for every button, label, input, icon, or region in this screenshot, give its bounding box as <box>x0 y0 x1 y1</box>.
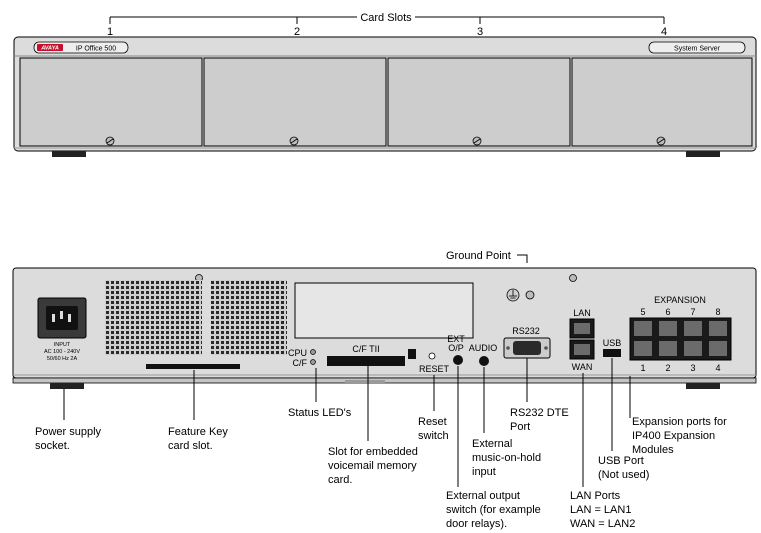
usb-port <box>603 349 621 357</box>
cf-label: C/F <box>293 358 308 368</box>
callout-power-supply-line1: Power supply <box>35 426 102 438</box>
callout-labels: Power supply socket. Feature Key card sl… <box>35 407 727 530</box>
exp-number: 4 <box>715 363 720 373</box>
callout-reset-line1: Reset <box>418 416 447 428</box>
callout-voicemail-line3: card. <box>328 474 352 486</box>
chassis-screw-icon <box>569 274 577 282</box>
cf-tii-label: C/F TII <box>352 344 379 354</box>
slot-number: 1 <box>107 26 113 38</box>
callout-ext-output-line1: External output <box>446 490 520 502</box>
rear-view: Ground Point INPUT AC 100 - 240V 50/60 H… <box>12 250 757 389</box>
exp-number: 6 <box>665 307 670 317</box>
exp-number: 2 <box>665 363 670 373</box>
slot-number: 4 <box>661 26 667 38</box>
expansion-label: EXPANSION <box>654 295 706 305</box>
callout-feature-key-line1: Feature Key <box>168 426 228 438</box>
callout-usb-line2: (Not used) <box>598 469 649 481</box>
exp-number: 7 <box>690 307 695 317</box>
vent-grille-left <box>105 280 202 355</box>
slot-cover-2 <box>203 57 387 147</box>
ext-op-jack-icon <box>453 355 463 365</box>
callout-usb-line1: USB Port <box>598 455 644 467</box>
exp-number: 8 <box>715 307 720 317</box>
callout-lines <box>63 358 631 487</box>
callout-moh-line2: music-on-hold <box>472 452 541 464</box>
rear-foot-mid <box>345 380 385 384</box>
model-label: IP Office 500 <box>76 46 116 53</box>
avaya-logo-text: AVAYA <box>40 46 59 52</box>
callout-power-supply-line2: socket. <box>35 440 70 452</box>
rear-foot-left <box>50 383 84 389</box>
slot-cover-4 <box>571 57 753 147</box>
ext-label-line2: O/P <box>448 343 464 353</box>
callout-lan-ports-line2: LAN = LAN1 <box>570 504 631 516</box>
callout-expansion-line3: Modules <box>632 444 674 456</box>
exp-number: 1 <box>640 363 645 373</box>
ext-label-line1: EXT <box>447 334 465 344</box>
callout-voicemail-line2: voicemail memory <box>328 460 417 472</box>
callout-reset-line2: switch <box>418 430 449 442</box>
callout-lan-ports-line1: LAN Ports <box>570 490 621 502</box>
front-slot-covers <box>19 57 753 147</box>
front-foot-right <box>686 151 720 157</box>
callout-ext-output-line3: door relays). <box>446 518 507 530</box>
reset-label: RESET <box>419 364 450 374</box>
cpu-label: CPU <box>288 348 307 358</box>
front-view: Card Slots 1 2 3 4 AVAYA IP Office 500 S… <box>13 12 757 157</box>
callout-rs232-line1: RS232 DTE <box>510 407 569 419</box>
callout-lan-ports-line3: WAN = LAN2 <box>570 518 635 530</box>
audio-label: AUDIO <box>469 343 498 353</box>
front-foot-left <box>52 151 86 157</box>
avaya-logo <box>37 44 63 51</box>
vent-grille-right <box>211 280 287 355</box>
feature-key-slot <box>146 364 240 369</box>
usb-label: USB <box>603 338 622 348</box>
callout-voicemail-line1: Slot for embedded <box>328 446 418 458</box>
input-label-line1: INPUT <box>54 342 71 348</box>
exp-number: 5 <box>640 307 645 317</box>
callout-ext-output-line2: switch (for example <box>446 504 541 516</box>
rear-foot-right <box>686 383 720 389</box>
reset-button-icon <box>428 352 436 360</box>
input-label-line3: 50/60 Hz 2A <box>47 356 78 362</box>
callout-expansion-line1: Expansion ports for <box>632 416 727 428</box>
rs232-label: RS232 <box>512 326 540 336</box>
callout-moh-line1: External <box>472 438 512 450</box>
slot-number: 3 <box>477 26 483 38</box>
callout-rs232-line2: Port <box>510 421 530 433</box>
card-slots-bracket <box>109 16 665 24</box>
callout-expansion-line2: IP400 Expansion <box>632 430 715 442</box>
blank-cover-plate <box>294 282 474 339</box>
ground-screw-icon <box>525 290 535 300</box>
card-slots-heading: Card Slots <box>360 12 412 24</box>
lan-label: LAN <box>573 308 591 318</box>
callout-status-leds: Status LED's <box>288 407 352 419</box>
callout-feature-key-line2: card slot. <box>168 440 213 452</box>
slot-cover-3 <box>387 57 571 147</box>
cf-tii-slot <box>327 356 405 366</box>
cpu-led-icon <box>310 349 316 355</box>
ground-point-label: Ground Point <box>446 250 511 262</box>
cf-led-icon <box>310 359 316 365</box>
system-label: System Server <box>674 46 721 53</box>
slot-number: 2 <box>294 26 300 38</box>
callout-moh-line3: input <box>472 466 496 478</box>
exp-number: 3 <box>690 363 695 373</box>
system-badge <box>648 41 746 54</box>
wan-label: WAN <box>572 362 593 372</box>
slot-cover-1 <box>19 57 203 147</box>
audio-jack-icon <box>479 356 489 366</box>
input-label-line2: AC 100 - 240V <box>44 349 80 355</box>
